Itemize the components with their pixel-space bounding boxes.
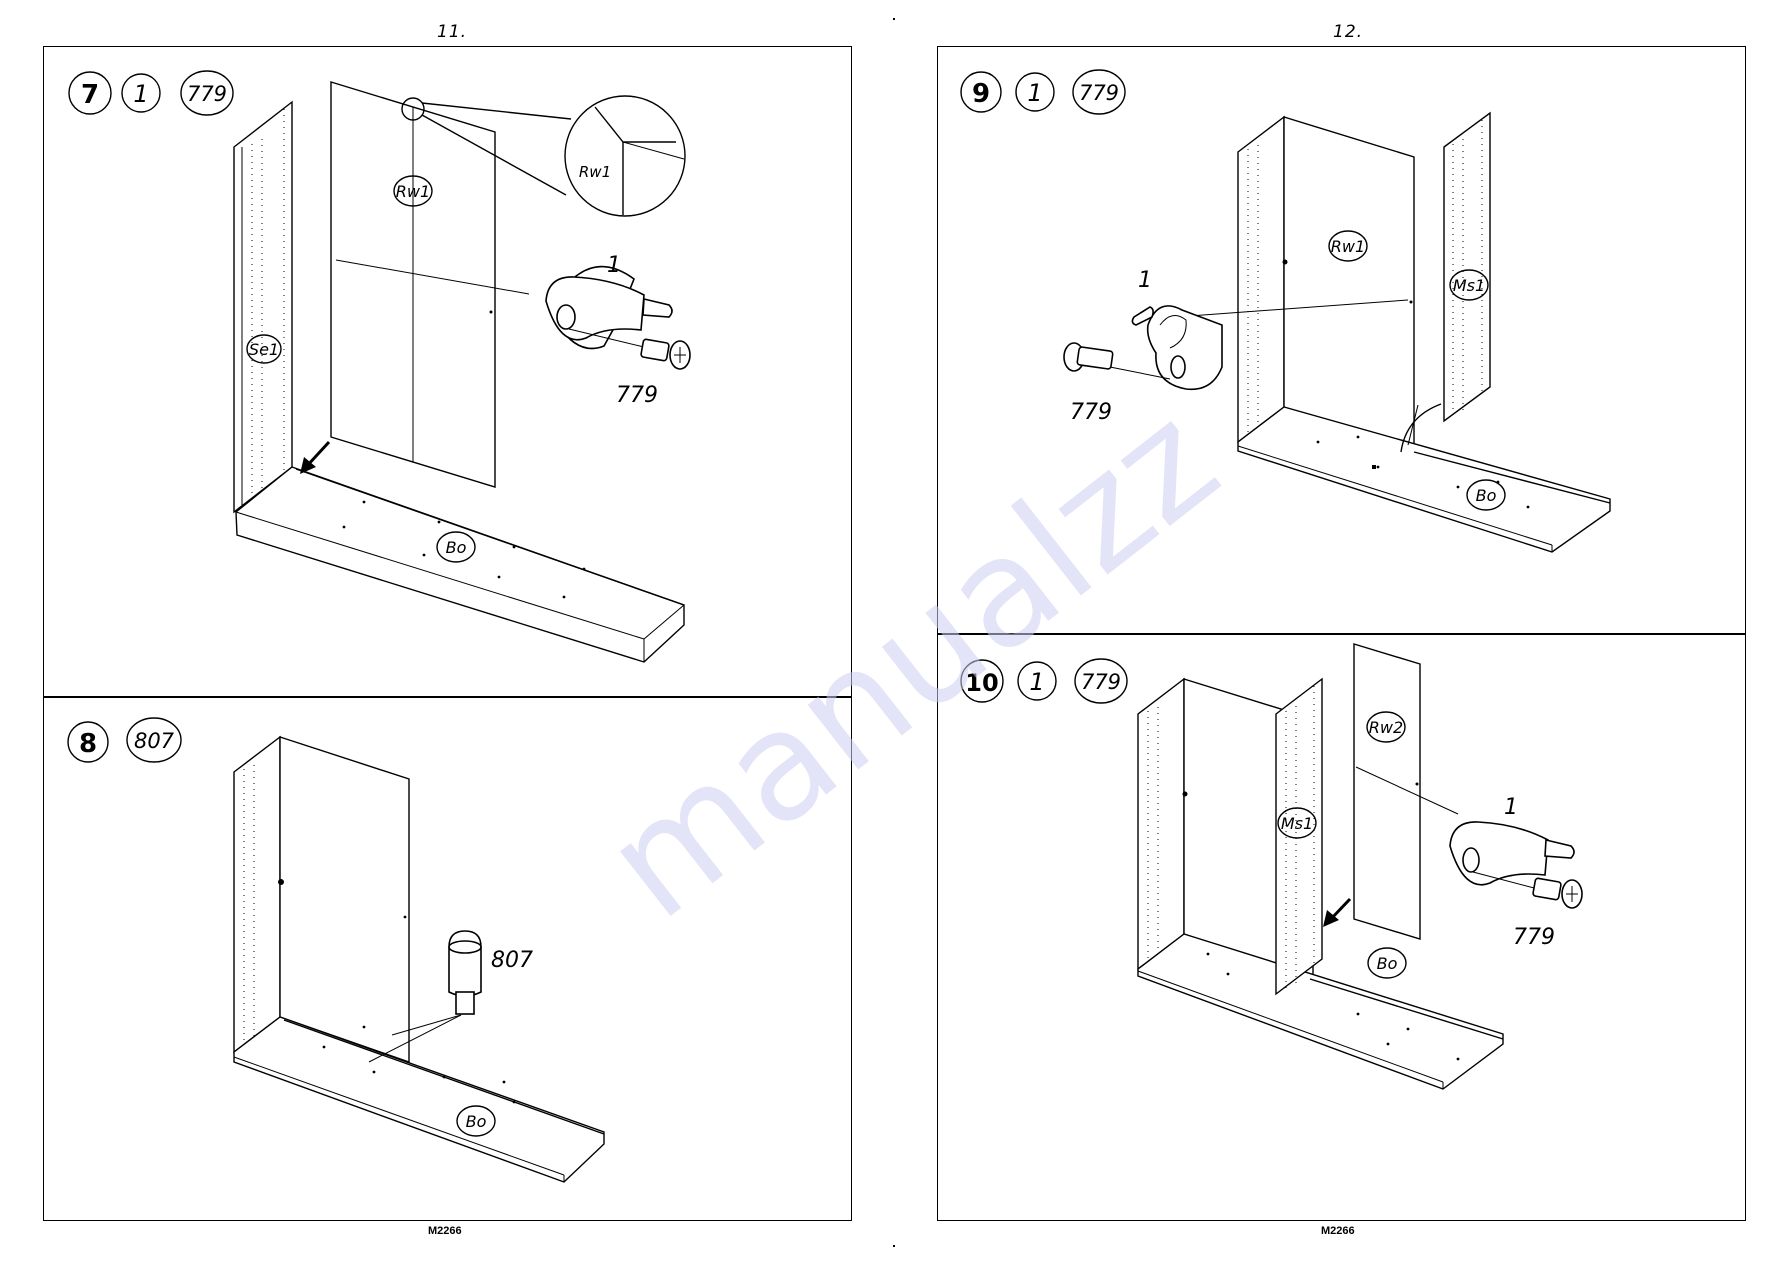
insert-arrow xyxy=(300,440,331,474)
back-panel xyxy=(330,81,496,488)
step-9-panel: 9 1 779 Rw1 xyxy=(937,46,1746,635)
part-badge-connector: 1 xyxy=(121,73,161,113)
step-8-panel: 8 807 Bo xyxy=(43,696,852,1221)
part-badge-connector: 1 xyxy=(1017,661,1057,701)
svg-text:Ms1: Ms1 xyxy=(1281,814,1313,833)
svg-text:Rw1: Rw1 xyxy=(1331,237,1365,256)
svg-text:Se1: Se1 xyxy=(249,340,279,359)
cabinet xyxy=(1237,115,1611,553)
screw xyxy=(568,328,691,370)
back-label: Rw1 xyxy=(1328,230,1368,262)
screw-callout: 779 xyxy=(1070,400,1112,425)
step-7-panel: 7 1 779 Se1 xyxy=(43,46,852,698)
back-label: Rw2 xyxy=(1366,711,1406,743)
rotate-arrow xyxy=(1400,403,1442,453)
step-8-number: 8 xyxy=(79,729,97,759)
svg-text:Bo: Bo xyxy=(466,1112,487,1131)
middle-panel xyxy=(1275,677,1323,996)
footer-code-left: M2266 xyxy=(428,1225,462,1237)
bottom-label: Bo xyxy=(1367,947,1407,979)
svg-text:Bo: Bo xyxy=(446,538,467,557)
svg-text:779: 779 xyxy=(1079,81,1119,105)
bottom-label: Bo xyxy=(1466,479,1506,511)
step-10-number: 10 xyxy=(965,669,998,697)
svg-text:1: 1 xyxy=(1029,668,1044,696)
screw xyxy=(1472,871,1583,909)
side-label: Se1 xyxy=(246,334,282,364)
foot-guide-line xyxy=(391,1014,462,1036)
step-9-number: 9 xyxy=(972,79,990,109)
svg-text:Ms1: Ms1 xyxy=(1453,276,1485,295)
svg-text:779: 779 xyxy=(187,82,227,106)
part-badge-screw: 779 xyxy=(1074,658,1128,704)
step-7-badge: 7 xyxy=(68,71,112,115)
leveling-foot xyxy=(448,930,482,1015)
connector-guide-line xyxy=(1175,299,1409,318)
detail-zoom xyxy=(401,95,686,217)
center-mark-top xyxy=(893,18,895,20)
svg-text:779: 779 xyxy=(1081,670,1121,694)
step-9-badge: 9 xyxy=(960,71,1002,113)
middle-label: Ms1 xyxy=(1449,269,1489,301)
connector-callout: 1 xyxy=(607,253,621,278)
connector-fitting xyxy=(545,265,673,350)
step-10-illustration: 10 1 779 xyxy=(960,643,1583,1090)
screw-callout: 779 xyxy=(1513,925,1555,950)
svg-text:Rw1: Rw1 xyxy=(579,163,611,181)
svg-text:1: 1 xyxy=(133,80,148,108)
middle-panel xyxy=(1443,111,1491,423)
detail-zoom-label: Rw1 xyxy=(579,163,611,181)
step-10-badge: 10 xyxy=(960,659,1004,703)
step-8-illustration: 8 807 Bo xyxy=(67,717,605,1183)
foot-callout: 807 xyxy=(491,948,533,973)
insert-arrow xyxy=(1323,897,1352,927)
connector-fitting xyxy=(1131,305,1223,391)
foot-guide-line-2 xyxy=(368,1014,462,1063)
back-label: Rw1 xyxy=(393,175,433,207)
middle-label: Ms1 xyxy=(1277,807,1317,839)
part-badge-foot: 807 xyxy=(126,717,182,763)
bottom-panel xyxy=(235,466,685,663)
svg-text:Bo: Bo xyxy=(1476,486,1497,505)
bottom-label: Bo xyxy=(456,1105,496,1137)
center-mark-bottom xyxy=(893,1245,895,1247)
cabinet xyxy=(233,735,605,1183)
part-badge-connector: 1 xyxy=(1015,72,1055,112)
side-panel xyxy=(233,100,293,514)
connector-callout: 1 xyxy=(1504,795,1518,820)
step-9-illustration: 9 1 779 Rw1 xyxy=(960,69,1611,553)
connector-callout: 1 xyxy=(1138,268,1152,293)
footer-code-right: M2266 xyxy=(1321,1225,1355,1237)
svg-text:Bo: Bo xyxy=(1377,954,1398,973)
connector-guide-line xyxy=(1355,766,1459,815)
svg-text:1: 1 xyxy=(1027,79,1042,107)
connector-guide-line xyxy=(335,259,530,295)
svg-text:Rw1: Rw1 xyxy=(396,182,430,201)
screw xyxy=(1063,342,1171,380)
step-7-illustration: 7 1 779 Se1 xyxy=(68,70,691,663)
connector-fitting xyxy=(1449,821,1575,886)
step-10-panel: 10 1 779 xyxy=(937,633,1746,1221)
svg-text:Rw2: Rw2 xyxy=(1369,718,1403,737)
page-number-right: 12. xyxy=(1333,22,1364,42)
bottom-label: Bo xyxy=(436,531,476,563)
page-number-left: 11. xyxy=(437,22,468,42)
step-7-number: 7 xyxy=(81,80,99,110)
part-badge-screw: 779 xyxy=(1072,69,1126,115)
step-8-badge: 8 xyxy=(67,721,109,763)
part-badge-screw: 779 xyxy=(180,70,234,116)
screw-callout: 779 xyxy=(616,383,658,408)
svg-text:807: 807 xyxy=(134,729,175,753)
